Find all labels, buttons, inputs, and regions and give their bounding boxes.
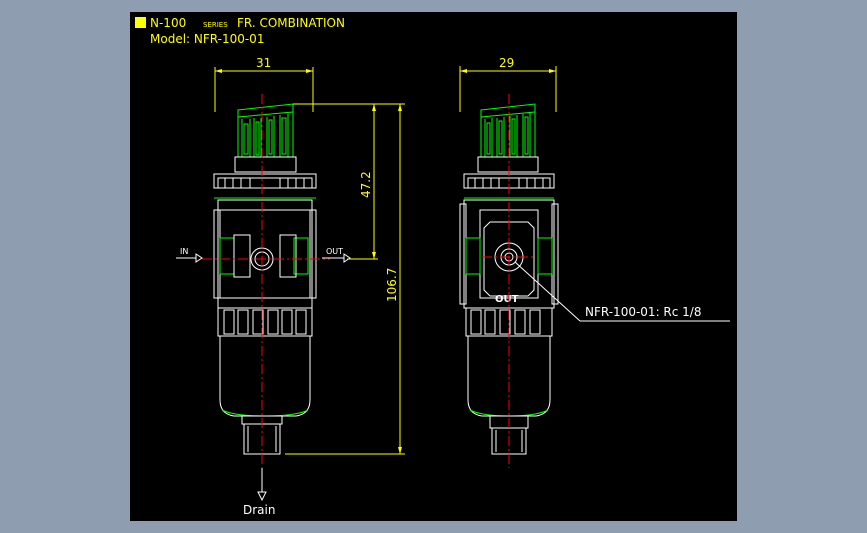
title-series-name: FR. COMBINATION <box>237 16 345 30</box>
front-width-dimension: 31 <box>214 56 314 112</box>
front-width-label: 31 <box>256 56 271 70</box>
front-bowl-guard <box>217 307 313 337</box>
side-width-label: 29 <box>499 56 514 70</box>
title-marker-icon <box>135 17 146 28</box>
front-collar <box>213 173 317 199</box>
side-width-dimension: 29 <box>459 56 557 112</box>
side-view: 29 <box>459 56 730 468</box>
side-callout-label: NFR-100-01: Rc 1/8 <box>585 305 701 319</box>
port-out-label: OUT <box>326 247 343 256</box>
side-knob <box>477 103 539 173</box>
front-knob <box>234 103 297 173</box>
port-out-arrow: OUT <box>322 247 351 263</box>
title-series-prefix: N-100 <box>150 16 186 30</box>
technical-drawing: N-100 SERIES FR. COMBINATION Model: NFR-… <box>135 16 730 517</box>
front-total-height-dimension: 106.7 <box>285 104 405 455</box>
front-bowl <box>219 335 311 417</box>
title-model-line: Model: NFR-100-01 <box>150 32 264 46</box>
side-port-label: OUT <box>495 294 519 305</box>
front-upper-height-dimension: 47.2 <box>293 103 405 260</box>
front-view: 31 <box>176 56 405 517</box>
side-port-callout: NFR-100-01: Rc 1/8 <box>514 261 730 322</box>
drain-label: Drain <box>243 503 275 517</box>
cad-viewport[interactable]: N-100 SERIES FR. COMBINATION Model: NFR-… <box>130 12 737 521</box>
front-body <box>213 199 317 309</box>
drain-arrow: Drain <box>243 468 275 517</box>
front-upper-height-label: 47.2 <box>359 171 373 198</box>
port-in-arrow: IN <box>176 247 203 263</box>
port-in-label: IN <box>180 247 188 256</box>
front-total-height-label: 106.7 <box>385 268 399 302</box>
title-series-word: SERIES <box>203 21 228 29</box>
